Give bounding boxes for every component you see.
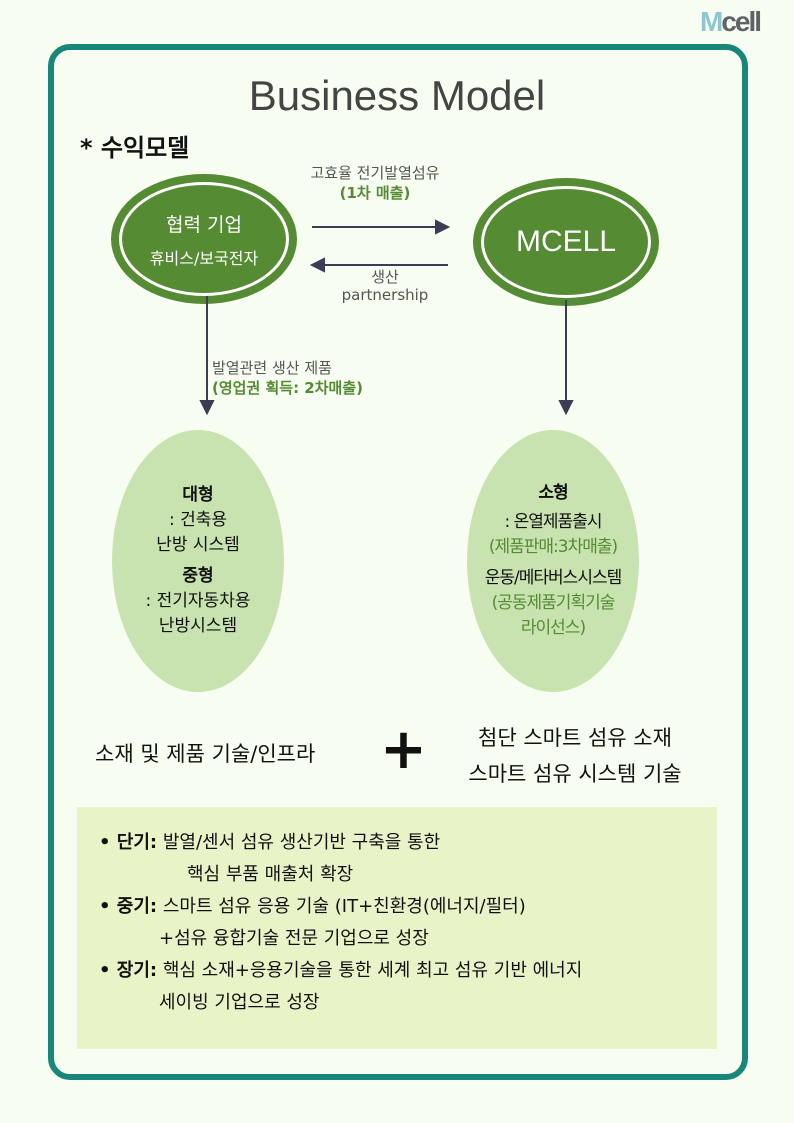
- arrow-right-head: [435, 219, 451, 235]
- partner-names: 휴비스/보국전자: [149, 248, 259, 268]
- arrow-left-head: [309, 257, 325, 273]
- page-title: Business Model: [248, 72, 546, 119]
- mcell-label: MCELL: [515, 225, 617, 258]
- section-subtitle: * 수익모델: [80, 134, 190, 162]
- plan-mid: • 중기: 스마트 섬유 응용 기술 (IT+친환경(에너지/필터): [99, 896, 526, 917]
- mcell-circle: MCELL: [473, 178, 659, 306]
- right-ellipse: 소형: 온열제품출시(제품판매:3차매출) 운동/메타버스시스템(공동제품기획기…: [467, 430, 639, 692]
- plan-long: • 장기: 핵심 소재+응용기술을 통한 세계 최고 섬유 기반 에너지: [99, 960, 583, 981]
- arrow-right-label: 고효율 전기발열섬유(1차 매출): [310, 164, 440, 202]
- tech-left: 소재 및 제품 기술/인프라: [95, 742, 316, 766]
- plus-icon: +: [380, 717, 427, 782]
- partner-title: 협력 기업: [166, 213, 242, 236]
- arrow-down-right-head: [558, 400, 574, 416]
- plan-short: • 단기: 발열/센서 섬유 생산기반 구축을 통한: [99, 832, 441, 853]
- plan-box: • 단기: 발열/센서 섬유 생산기반 구축을 통한 핵심 부품 매출처 확장 …: [77, 807, 717, 1049]
- mcell-logo: Mcell: [700, 6, 762, 37]
- arrow-down-left-head: [199, 400, 215, 416]
- arrow-down-label: 발열관련 생산 제품(영업권 획득: 2차매출): [212, 359, 363, 397]
- frame: [48, 44, 748, 1080]
